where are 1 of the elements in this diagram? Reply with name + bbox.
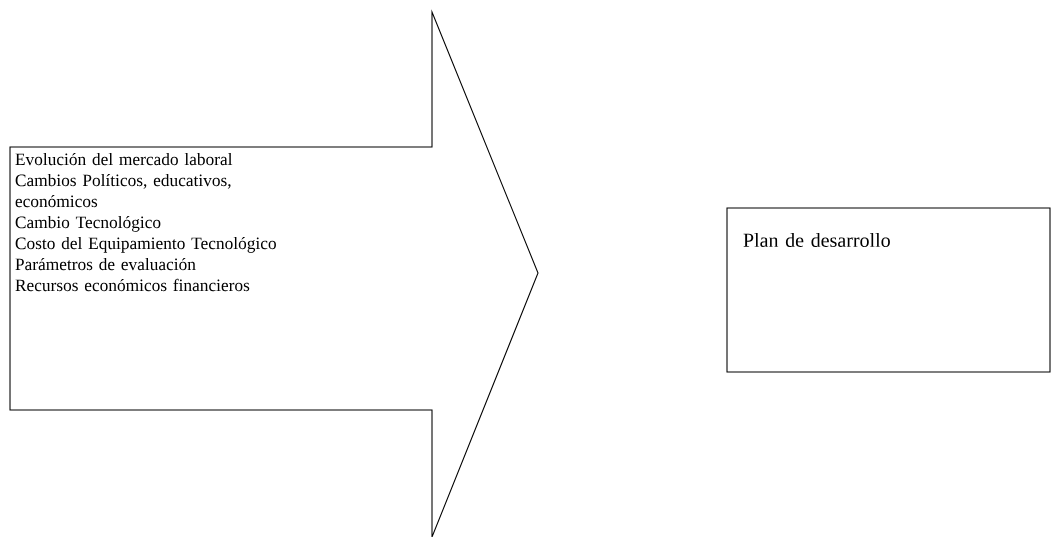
text-box: Plan de desarrollo: [726, 207, 1051, 373]
